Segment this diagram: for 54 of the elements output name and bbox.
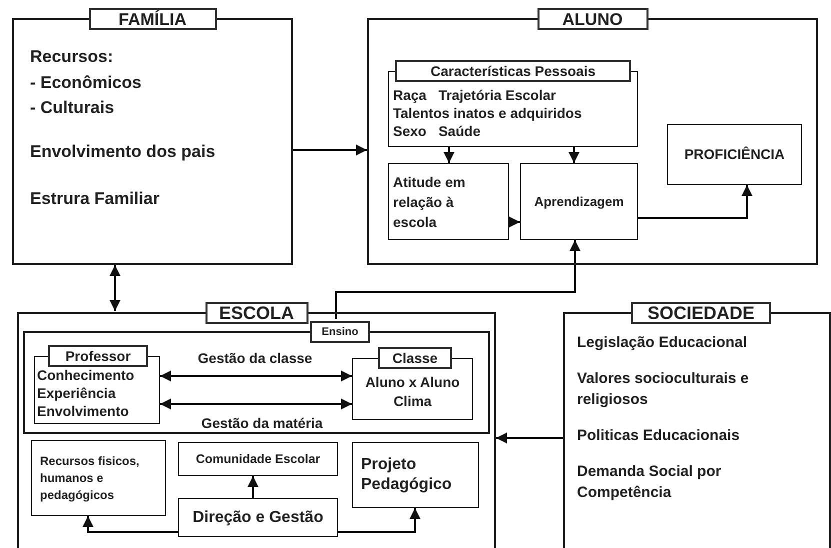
item-text: Aluno x Aluno <box>365 373 460 392</box>
item-text: Estrura Familiar <box>30 189 160 208</box>
node-text: Recursos fisicos, humanos e pedagógicos <box>40 454 140 502</box>
arrow <box>568 147 580 163</box>
item-text: Sexo <box>393 122 426 140</box>
attitude-box <box>388 163 509 240</box>
item-text: Demanda Social por Competência <box>577 462 722 503</box>
arrow <box>444 147 454 163</box>
item-text: Envolvimento <box>37 402 129 420</box>
arrow <box>638 185 752 219</box>
heading-tab: SOCIEDADE <box>631 302 771 324</box>
node-text: PROFICIÊNCIA <box>684 145 785 164</box>
node-text: Comunidade Escolar <box>196 450 320 468</box>
item-text: Valores socioculturais e religiosos <box>577 369 750 410</box>
project-box <box>352 442 479 508</box>
heading-tab: ESCOLA <box>205 302 308 324</box>
heading-tab: ALUNO <box>537 8 648 30</box>
item-text: Trajetória Escolar <box>438 86 556 104</box>
item-text: - Econômicos <box>30 72 142 94</box>
heading-tab: Classe <box>378 347 452 369</box>
item-text: Clima <box>393 392 432 411</box>
arrow <box>509 216 520 228</box>
item-text: Raça <box>393 86 426 104</box>
arrow <box>160 370 352 382</box>
item-text: Saúde <box>438 122 480 140</box>
node-text: Atitude em relação à escola <box>393 174 466 230</box>
management-box <box>178 498 338 537</box>
item-text: - Culturais <box>30 97 114 119</box>
node-text: Projeto Pedagógico <box>361 456 452 493</box>
item-text: Experiência <box>37 384 116 402</box>
item-text: Talentos inatos e adquiridos <box>393 104 582 122</box>
arrow <box>338 508 420 533</box>
arrow <box>496 432 563 444</box>
heading-tab: Características Pessoais <box>395 60 631 82</box>
heading-tab: FAMÍLIA <box>88 8 216 30</box>
heading-tab: Ensino <box>310 321 370 343</box>
resources-box <box>31 440 166 516</box>
arrow <box>82 516 178 533</box>
arrow <box>160 398 352 410</box>
arrow <box>110 265 120 311</box>
node-text: Aprendizagem <box>534 192 624 211</box>
item-text: Conhecimento <box>37 366 134 384</box>
item-text: Legislação Educacional <box>577 333 748 353</box>
item-text: Politicas Educacionais <box>577 426 740 446</box>
heading-tab: Professor <box>48 345 148 367</box>
arrow <box>293 144 367 156</box>
community-box <box>178 442 338 476</box>
item-text: Recursos: <box>30 46 114 68</box>
item-text: Envolvimento dos pais <box>30 142 216 160</box>
arrow <box>335 240 580 319</box>
learning-box <box>520 163 638 240</box>
proficiency-box <box>667 124 802 185</box>
node-text: Direção e Gestão <box>192 508 324 528</box>
arrow <box>248 476 258 498</box>
